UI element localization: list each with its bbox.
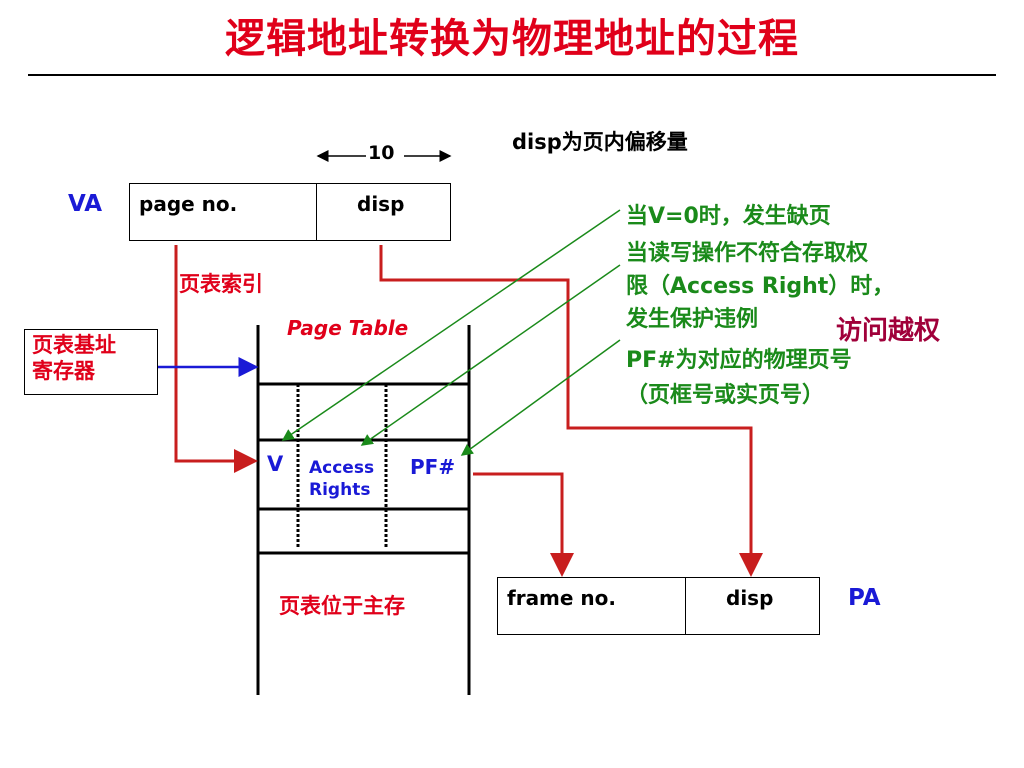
note-access-line2: 限（Access Right）时，: [626, 274, 895, 299]
entry-access-line2: Rights: [309, 480, 371, 500]
page-title: 逻辑地址转换为物理地址的过程: [225, 16, 799, 62]
note-pf-line2: （页框号或实页号）: [626, 383, 825, 408]
disp-width-label: 10: [368, 142, 395, 164]
access-annotation-line: [360, 264, 621, 446]
page-table-in-memory-label: 页表位于主存: [279, 594, 405, 618]
va-label: VA: [68, 191, 103, 217]
note-v-fault: 当V=0时，发生缺页: [626, 204, 831, 229]
v-annotation-line: [281, 209, 621, 441]
disp-note: disp为页内偏移量: [512, 130, 688, 154]
entry-access-line1: Access: [309, 458, 375, 478]
note-pf-line1: PF#为对应的物理页号: [626, 348, 852, 373]
pa-disp-cell: disp: [685, 577, 820, 635]
note-violation: 访问越权: [836, 316, 941, 346]
note-access-line3: 发生保护违例: [626, 307, 759, 332]
page-index-path: [174, 245, 258, 473]
va-page-no-cell: page no.: [129, 183, 318, 241]
pf-annotation-line: [460, 339, 621, 456]
pa-label: PA: [848, 585, 881, 611]
base-register-box: 页表基址 寄存器: [24, 329, 158, 395]
page-table-label: Page Table: [287, 316, 409, 340]
pa-disp-text: disp: [726, 586, 774, 610]
base-register-line2: 寄存器: [32, 359, 95, 383]
pf-path: [473, 472, 574, 577]
base-register-line1: 页表基址: [32, 333, 116, 357]
disp-path: [379, 245, 763, 577]
note-access-line1: 当读写操作不符合存取权: [626, 241, 869, 266]
pa-frame-no-cell: frame no.: [497, 577, 687, 635]
title-divider: [28, 74, 996, 76]
page-index-label: 页表索引: [179, 272, 263, 296]
va-disp-cell: disp: [316, 183, 451, 241]
entry-pf: PF#: [410, 455, 456, 479]
pa-frame-no-text: frame no.: [507, 586, 617, 610]
va-disp-text: disp: [357, 192, 405, 216]
va-page-no-text: page no.: [139, 192, 238, 216]
entry-v: V: [267, 452, 284, 476]
